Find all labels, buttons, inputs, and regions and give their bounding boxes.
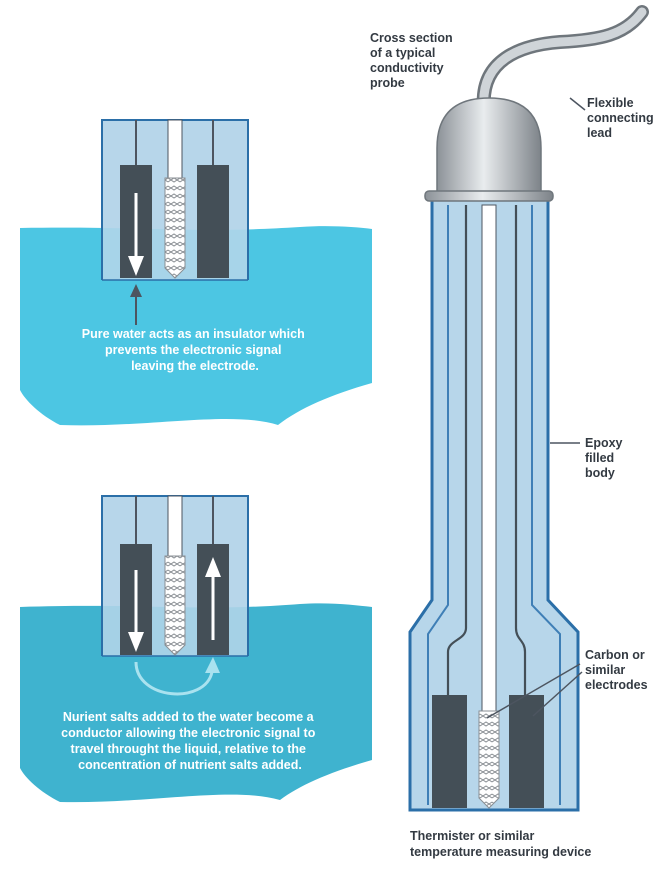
caption-pure-water: Pure water acts as an insulator which pr… <box>82 327 308 373</box>
label-epoxy-body: Epoxy filled body <box>585 436 626 480</box>
label-electrodes: Carbon or similar electrodes <box>585 648 648 692</box>
label-thermister: Thermister or similar temperature measur… <box>410 829 591 859</box>
signal-path-arrow <box>134 661 214 696</box>
thermister <box>164 177 186 279</box>
nutrient-water-illustration: Nurient salts added to the water become … <box>20 495 372 803</box>
label-cross-section: Cross section of a typical conductivity … <box>370 31 456 90</box>
probe-electrode-right <box>509 695 544 808</box>
leader-lines <box>486 97 586 719</box>
probe-cap <box>436 97 542 196</box>
label-flexible-lead: Flexible connecting lead <box>587 96 657 140</box>
caption-nutrient-salts: Nurient salts added to the water become … <box>61 710 319 772</box>
pure-water-illustration: Pure water acts as an insulator which pr… <box>20 119 372 426</box>
probe-cross-section <box>408 5 649 812</box>
probe-thermister <box>478 710 500 809</box>
electrode-right <box>197 165 229 278</box>
probe-electrode-left <box>432 695 467 808</box>
